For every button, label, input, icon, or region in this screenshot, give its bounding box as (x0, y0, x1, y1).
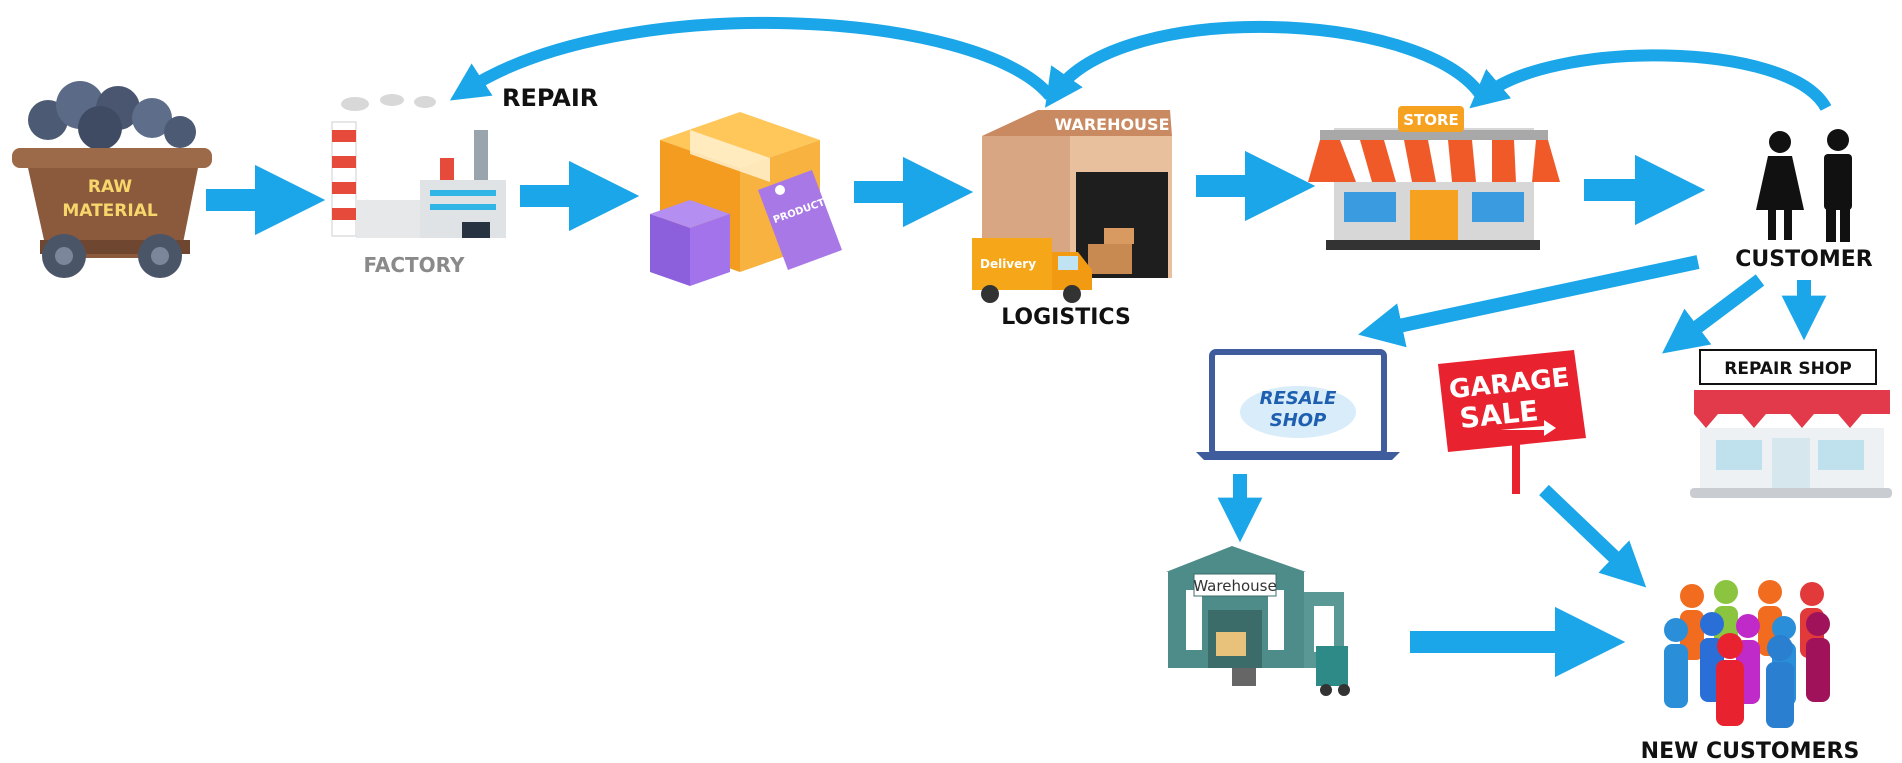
warehouse2-sign (1193, 573, 1277, 597)
warehouse2-node: Warehouse (1166, 546, 1350, 696)
customer-people-icon (1756, 129, 1852, 242)
store-sign-label: STORE (1403, 111, 1459, 129)
repair-label: REPAIR (502, 84, 598, 112)
garage-label-line2: SALE (1458, 394, 1540, 435)
flow-arrows (206, 150, 1827, 678)
factory-icon (331, 94, 506, 238)
store-icon (1308, 106, 1560, 250)
raw-material-label-line2: MATERIAL (62, 201, 158, 221)
garage-sale-node: GARAGE SALE (1438, 350, 1586, 494)
coal-cart-icon (12, 81, 212, 278)
return-arrows (449, 16, 1832, 112)
arrow-store-to-logistics (1045, 20, 1485, 108)
repair-shop-node: REPAIR SHOP (1690, 349, 1892, 498)
arrow-customer-to-resale (1358, 255, 1700, 348)
arrow-garage-to-new-customers (1539, 484, 1647, 588)
delivery-truck-icon (972, 238, 1092, 303)
resale-label-line2: SHOP (1270, 410, 1327, 431)
factory-label: FACTORY (364, 253, 465, 277)
resale-shop-node: RESALE SHOP (1196, 349, 1400, 460)
repair-shop-sign (1699, 349, 1877, 385)
warehouse-sign-label: WAREHOUSE (1055, 115, 1170, 134)
warehouse2-icon (1166, 546, 1350, 696)
logistics-label: LOGISTICS (1001, 305, 1131, 330)
arrow-customer-to-garage (1662, 274, 1765, 354)
arrow-logistics-to-factory-repair (449, 16, 1055, 101)
new-customers-node: NEW CUSTOMERS (1641, 580, 1860, 763)
crowd-icon (1664, 580, 1830, 728)
product-node: PRODUCT (650, 112, 842, 286)
product-box-icon (650, 112, 842, 286)
logistics-node: WAREHOUSE Delivery LOGISTICS (972, 110, 1172, 330)
store-node: STORE (1308, 106, 1560, 250)
arrow-customer-to-store (1469, 49, 1832, 112)
resale-label-line1: RESALE (1260, 388, 1338, 409)
factory-node: FACTORY (331, 94, 506, 277)
raw-material-label-line1: RAW (88, 177, 132, 197)
customer-node: CUSTOMER (1735, 129, 1873, 272)
customer-label: CUSTOMER (1735, 247, 1872, 272)
repair-shop-label: REPAIR SHOP (1724, 359, 1851, 379)
laptop-icon (1196, 349, 1400, 460)
warehouse2-label: Warehouse (1193, 577, 1276, 595)
raw-material-node: RAW MATERIAL (12, 81, 212, 278)
new-customers-label: NEW CUSTOMERS (1641, 739, 1860, 763)
delivery-label: Delivery (980, 257, 1036, 271)
garage-sale-sign-icon (1438, 350, 1586, 494)
repair-shop-building-icon (1690, 390, 1892, 498)
